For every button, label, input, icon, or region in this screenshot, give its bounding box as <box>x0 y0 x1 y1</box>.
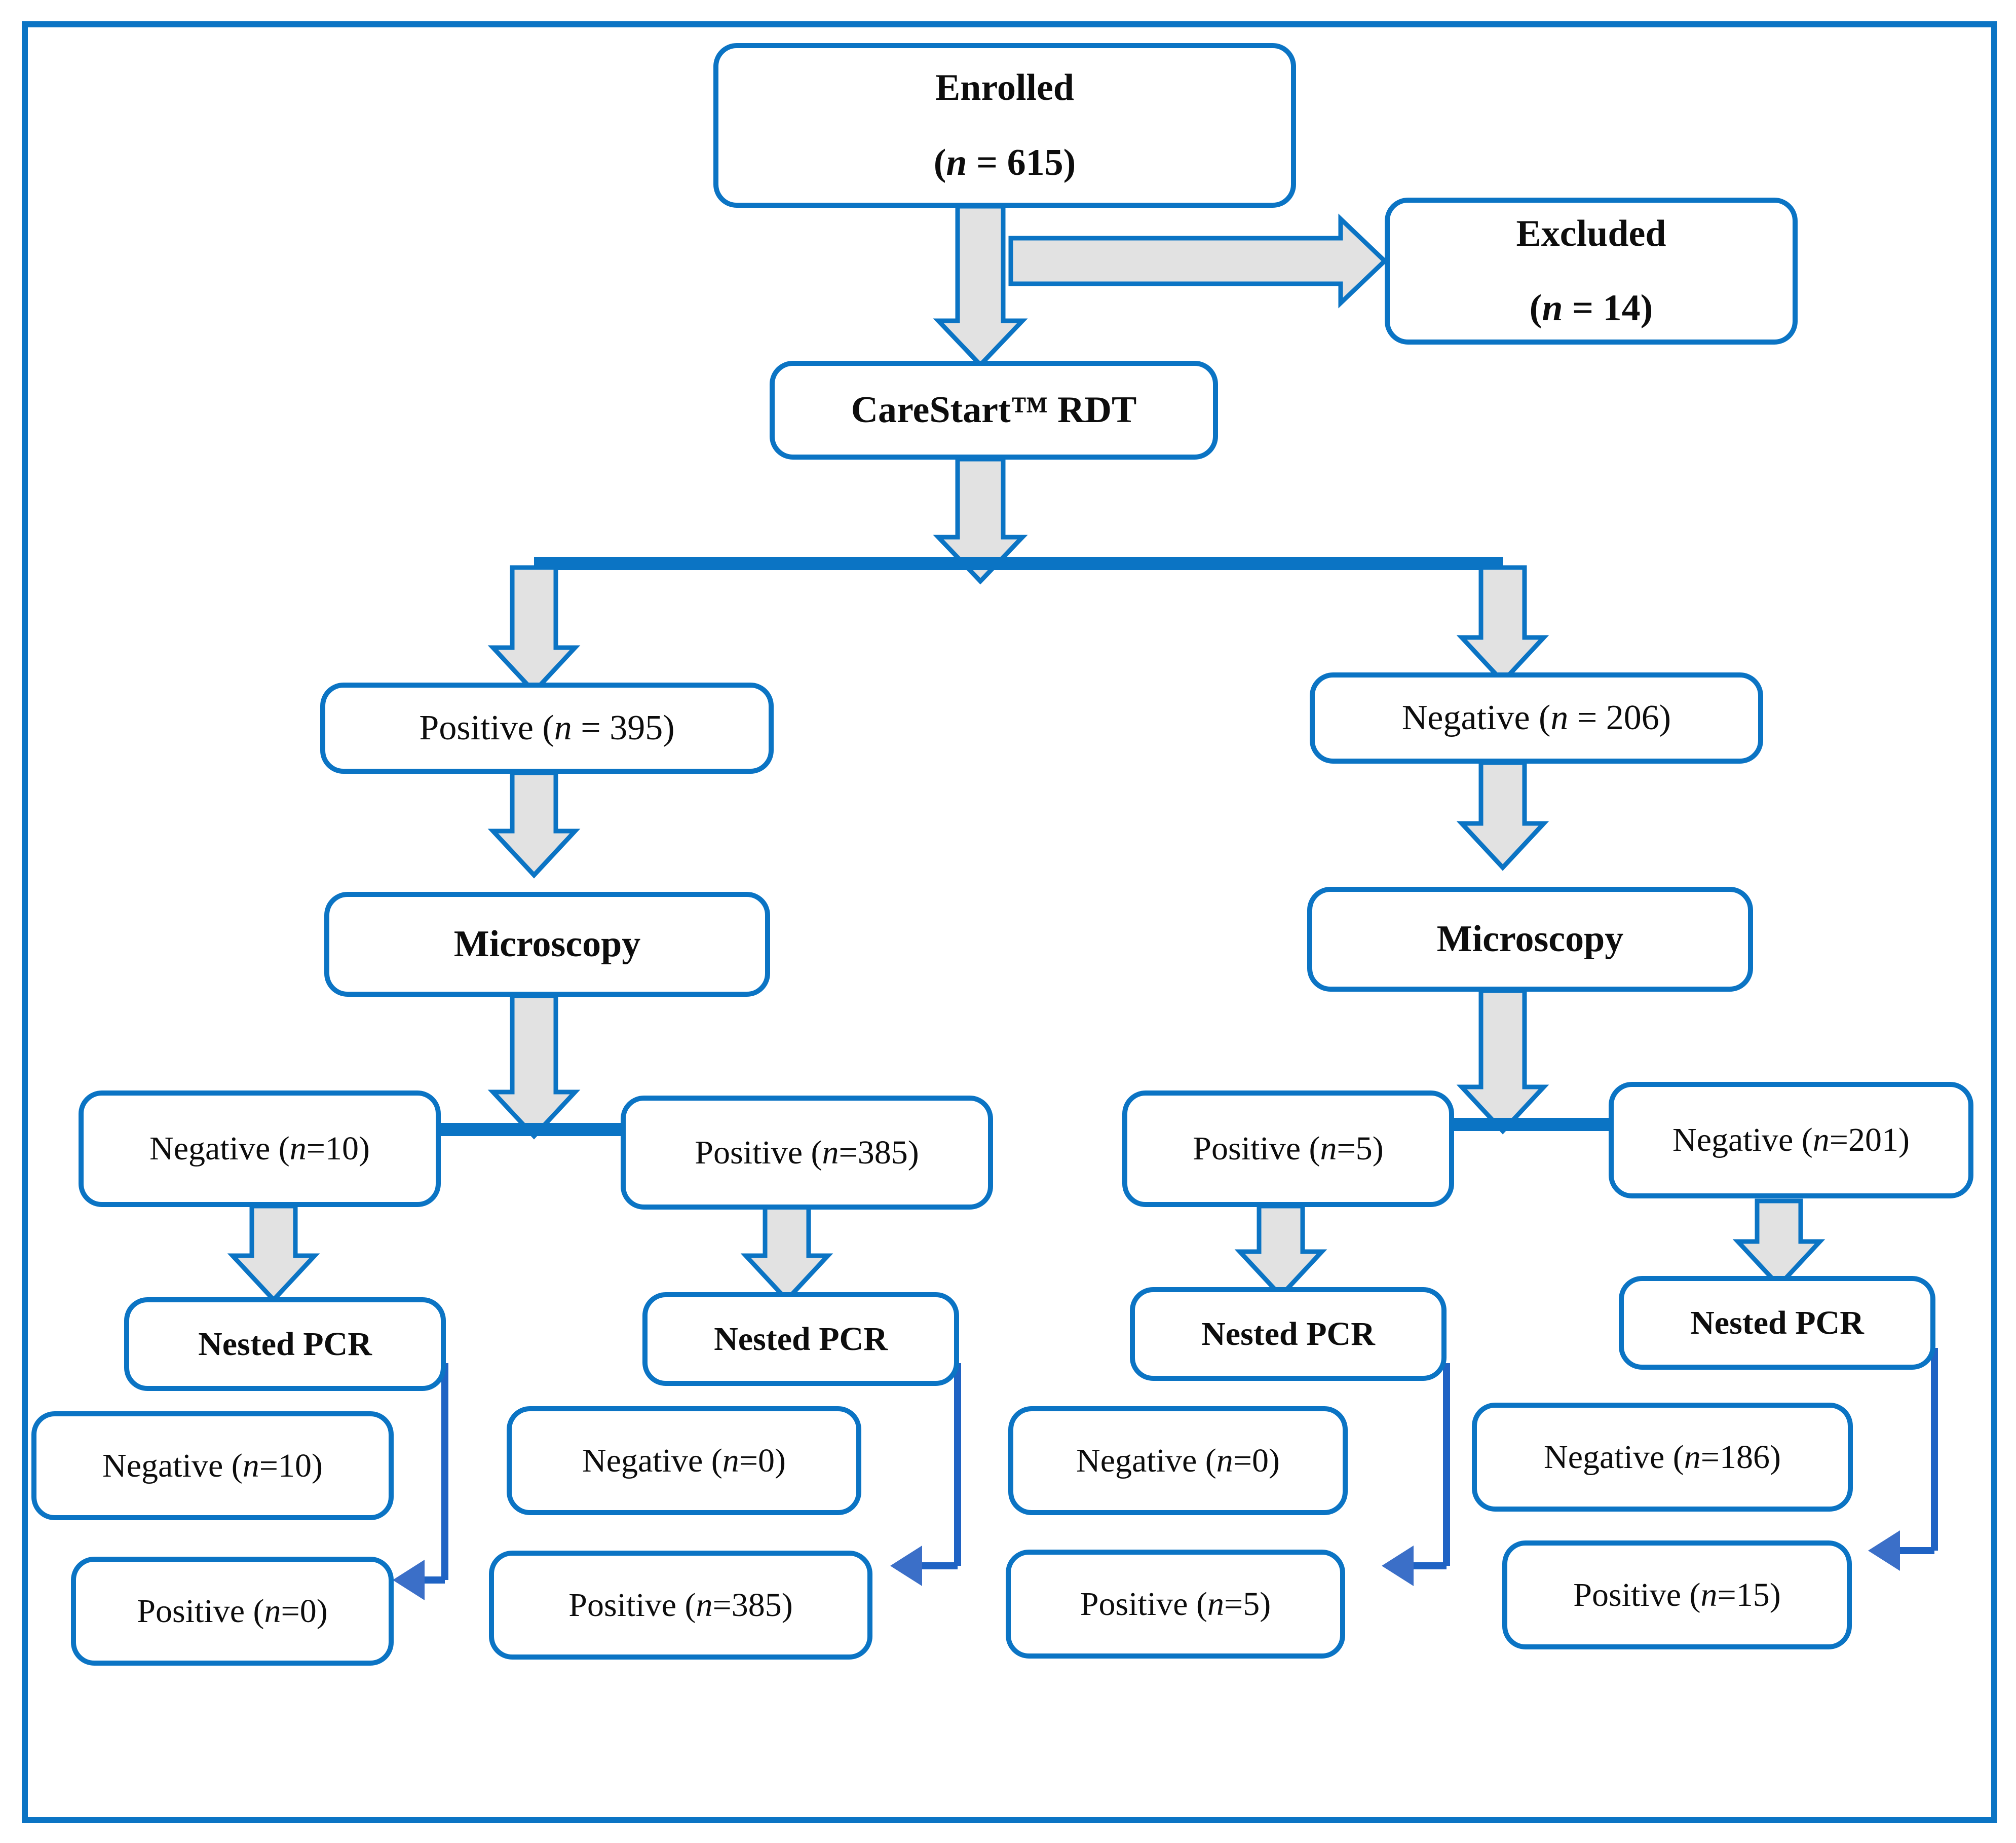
node-microscopy-left[interactable]: Microscopy <box>324 892 770 997</box>
node-nested-pcr-4[interactable]: Nested PCR <box>1619 1276 1935 1370</box>
node-carestart-rdt[interactable]: CareStart™ RDT <box>770 361 1218 460</box>
nested-pcr-4-label: Nested PCR <box>1690 1304 1864 1341</box>
pcr1-positive-label: Positive (n=0) <box>137 1592 328 1630</box>
node-microscopy-right[interactable]: Microscopy <box>1307 887 1753 992</box>
node-pcr3-negative[interactable]: Negative (n=0) <box>1008 1406 1348 1515</box>
nested-pcr-1-label: Nested PCR <box>198 1325 372 1363</box>
node-rdt-negative[interactable]: Negative (n = 206) <box>1310 672 1763 764</box>
node-pcr3-positive[interactable]: Positive (n=5) <box>1006 1550 1345 1659</box>
microscopy-left-label: Microscopy <box>453 923 641 965</box>
enrolled-count: (n = 615) <box>933 141 1076 183</box>
arrow-mr-negative-to-pcr4 <box>1732 1198 1825 1289</box>
node-pcr2-negative[interactable]: Negative (n=0) <box>507 1406 861 1515</box>
node-pcr2-positive[interactable]: Positive (n=385) <box>489 1551 872 1660</box>
node-pcr4-negative[interactable]: Negative (n=186) <box>1472 1403 1853 1512</box>
arrow-split-to-rdt-negative <box>1456 565 1549 685</box>
arrowhead-pcr4 <box>1868 1530 1900 1571</box>
arrow-rdt-negative-to-microscopy <box>1456 760 1549 871</box>
pcr3-positive-label: Positive (n=5) <box>1080 1585 1271 1623</box>
arrowhead-pcr1 <box>393 1560 425 1600</box>
node-micro-left-positive[interactable]: Positive (n=385) <box>621 1096 993 1210</box>
micro-left-positive-label: Positive (n=385) <box>695 1134 919 1171</box>
pcr4-positive-label: Positive (n=15) <box>1573 1576 1781 1613</box>
excluded-count: (n = 14) <box>1529 287 1653 329</box>
pcr2-negative-label: Negative (n=0) <box>582 1442 786 1479</box>
pcr1-negative-label: Negative (n=10) <box>102 1447 323 1484</box>
node-pcr4-positive[interactable]: Positive (n=15) <box>1502 1540 1852 1649</box>
node-nested-pcr-2[interactable]: Nested PCR <box>642 1292 959 1386</box>
micro-right-negative-label: Negative (n=201) <box>1672 1121 1910 1159</box>
nested-pcr-2-label: Nested PCR <box>714 1320 888 1358</box>
arrow-ml-negative-to-pcr1 <box>227 1203 320 1303</box>
node-pcr1-negative[interactable]: Negative (n=10) <box>31 1411 394 1520</box>
carestart-rdt-label: CareStart™ RDT <box>851 389 1137 431</box>
node-nested-pcr-3[interactable]: Nested PCR <box>1130 1287 1447 1381</box>
node-micro-right-negative[interactable]: Negative (n=201) <box>1609 1082 1973 1198</box>
arrow-split-to-rdt-positive <box>487 565 581 695</box>
node-excluded[interactable]: Excluded (n = 14) <box>1385 198 1798 345</box>
pcr2-positive-label: Positive (n=385) <box>568 1586 793 1624</box>
node-pcr1-positive[interactable]: Positive (n=0) <box>71 1557 394 1666</box>
node-micro-left-negative[interactable]: Negative (n=10) <box>79 1090 441 1207</box>
arrowhead-pcr2 <box>890 1546 922 1586</box>
node-micro-right-positive[interactable]: Positive (n=5) <box>1122 1090 1454 1207</box>
arrowhead-pcr3 <box>1382 1546 1414 1586</box>
arrow-microscopy-left-down <box>487 993 581 1140</box>
arrow-enrolled-to-excluded <box>1008 213 1388 309</box>
rdt-negative-label: Negative (n = 206) <box>1401 698 1671 738</box>
node-nested-pcr-1[interactable]: Nested PCR <box>124 1297 446 1391</box>
arrow-microscopy-right-down <box>1456 988 1549 1135</box>
pcr3-negative-label: Negative (n=0) <box>1076 1442 1280 1479</box>
rdt-positive-label: Positive (n = 395) <box>419 708 675 748</box>
arrow-ml-positive-to-pcr2 <box>740 1203 833 1303</box>
arrow-rdt-positive-to-microscopy <box>487 770 581 879</box>
micro-right-positive-label: Positive (n=5) <box>1193 1130 1384 1168</box>
microscopy-right-label: Microscopy <box>1436 918 1624 960</box>
pcr4-negative-label: Negative (n=186) <box>1544 1438 1781 1476</box>
enrolled-title: Enrolled <box>935 67 1075 109</box>
excluded-title: Excluded <box>1516 212 1666 254</box>
micro-left-negative-label: Negative (n=10) <box>149 1130 370 1168</box>
nested-pcr-3-label: Nested PCR <box>1201 1315 1375 1352</box>
arrow-enrolled-to-rdt <box>933 204 1028 368</box>
node-enrolled[interactable]: Enrolled (n = 615) <box>713 43 1296 208</box>
arrow-mr-positive-to-pcr3 <box>1234 1203 1327 1299</box>
node-rdt-positive[interactable]: Positive (n = 395) <box>320 683 774 774</box>
